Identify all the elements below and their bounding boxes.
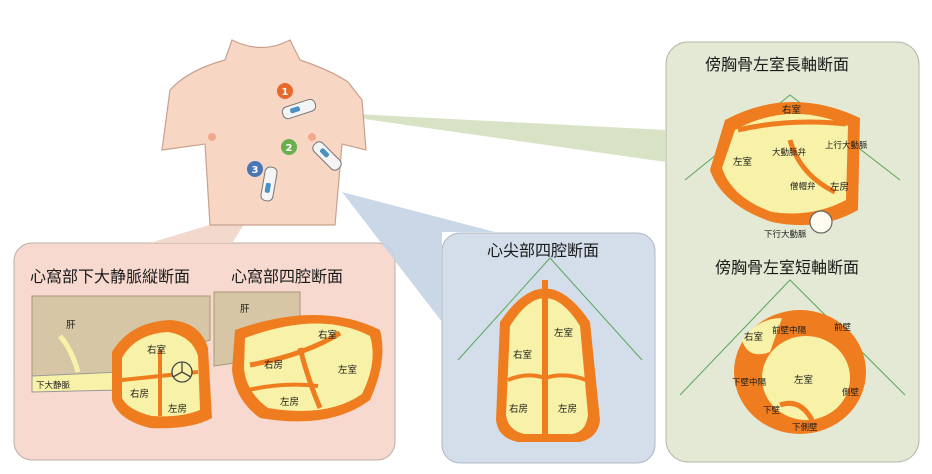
torso xyxy=(161,39,367,226)
probe-1-badge xyxy=(277,83,293,99)
label-pss-ant-wall: 前壁 xyxy=(834,322,852,333)
label-liver-b: 肝 xyxy=(240,304,250,315)
beam-apical xyxy=(342,192,495,322)
label-rv-a: 右室 xyxy=(147,344,166,356)
svg-text:3: 3 xyxy=(252,165,259,176)
probe-2-badge xyxy=(281,139,297,155)
label-psl-mv: 僧帽弁 xyxy=(790,181,816,192)
label-pss-ant-septum: 前壁中隔 xyxy=(772,325,807,336)
label-psl-lv: 左室 xyxy=(733,156,752,168)
label-lv-b: 左室 xyxy=(338,364,357,376)
descending-aorta-icon xyxy=(809,210,833,234)
label-psl-asc-ao: 上行大動脈 xyxy=(825,140,868,151)
subcostal-ivc-view xyxy=(31,295,212,429)
label-rv-b: 右室 xyxy=(318,329,337,341)
label-ra-b: 右房 xyxy=(264,359,283,371)
label-psl-la: 左房 xyxy=(830,181,849,193)
label-pss-lv: 左室 xyxy=(794,374,813,386)
label-la-a: 左房 xyxy=(168,403,187,415)
label-apical-rv: 右室 xyxy=(513,349,532,361)
subcostal-4ch-view xyxy=(213,291,383,422)
label-liver-a: 肝 xyxy=(66,320,76,331)
parasternal-long-title: 傍胸骨左室長軸断面 xyxy=(705,55,849,74)
label-apical-la: 左房 xyxy=(558,403,577,415)
parasternal-short-title: 傍胸骨左室短軸断面 xyxy=(715,258,859,277)
label-pss-inf-lat-wall: 下側壁 xyxy=(792,422,818,433)
label-pss-rv: 右室 xyxy=(744,331,763,343)
label-ivc: 下大静脈 xyxy=(36,380,71,391)
label-psl-aov: 大動脈弁 xyxy=(772,147,807,158)
apical-title: 心尖部四腔断面 xyxy=(487,241,599,260)
label-pss-inf-wall: 下壁 xyxy=(763,405,781,416)
subcostal-ivc-title: 心窩部下大静脈縦断面 xyxy=(30,267,190,286)
apical-4ch-view xyxy=(457,257,643,442)
probe-3: 3 xyxy=(247,161,278,202)
label-apical-ra: 右房 xyxy=(509,403,528,415)
nipple-left xyxy=(208,133,216,141)
subcostal-4ch-title: 心窩部四腔断面 xyxy=(231,267,343,286)
label-pss-post-septum: 下壁中隔 xyxy=(732,377,767,388)
label-la-b: 左房 xyxy=(280,396,299,408)
probe-2: 2 xyxy=(281,139,342,171)
probe-3-badge xyxy=(247,161,263,177)
beam-parasternal xyxy=(315,112,666,162)
svg-text:2: 2 xyxy=(286,143,293,154)
parasternal-short-view xyxy=(679,279,906,434)
label-psl-rv: 右室 xyxy=(782,104,801,116)
label-psl-desc-ao: 下行大動脈 xyxy=(764,229,807,240)
svg-text:1: 1 xyxy=(282,87,289,98)
label-pss-lat-wall: 側壁 xyxy=(842,387,860,398)
nipple-right xyxy=(308,133,316,141)
parasternal-long-view xyxy=(684,94,901,234)
probe-1: 1 xyxy=(277,83,317,120)
label-ra-a: 右房 xyxy=(130,388,149,400)
label-apical-lv: 左室 xyxy=(554,327,573,339)
